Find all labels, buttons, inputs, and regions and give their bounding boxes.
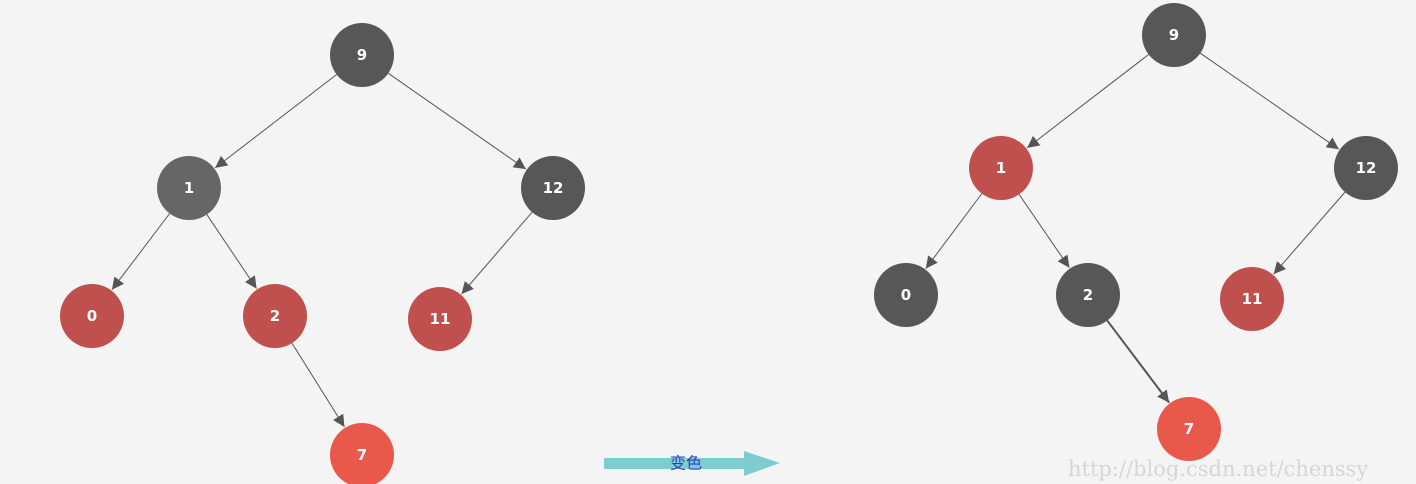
edge-before-9-to-12	[387, 72, 527, 170]
edge-before-1-to-2	[206, 214, 258, 289]
edge-before-2-to-7	[291, 342, 345, 428]
node-after-1: 1	[969, 136, 1033, 200]
node-label-before-1: 1	[184, 179, 194, 197]
node-before-2: 2	[243, 284, 307, 348]
node-circle-before-2	[243, 284, 307, 348]
edge-after-9-to-12	[1200, 52, 1340, 150]
node-circle-after-11	[1220, 267, 1284, 331]
node-circle-before-1	[157, 156, 221, 220]
node-label-after-2: 2	[1083, 286, 1093, 304]
edge-before-9-to-1	[214, 74, 337, 169]
node-circle-before-11	[408, 287, 472, 351]
node-circle-after-7	[1157, 397, 1221, 461]
node-label-before-0: 0	[87, 307, 97, 325]
node-after-0: 0	[874, 263, 938, 327]
node-label-after-11: 11	[1242, 290, 1263, 308]
edge-after-9-to-1	[1026, 54, 1149, 149]
node-circle-after-12	[1334, 136, 1398, 200]
node-label-before-9: 9	[357, 46, 367, 64]
edge-after-12-to-11	[1273, 191, 1346, 275]
tree-after: 9 1 12 0 2 11 7	[874, 3, 1398, 461]
node-label-before-11: 11	[430, 310, 451, 328]
node-after-12: 12	[1334, 136, 1398, 200]
node-circle-after-0	[874, 263, 938, 327]
node-circle-before-9	[330, 23, 394, 87]
node-circle-after-9	[1142, 3, 1206, 67]
node-before-7: 7	[330, 423, 394, 484]
transition-arrow-shaft	[604, 458, 746, 469]
transition-arrow: 变色	[604, 451, 780, 476]
edge-after-1-to-2	[1018, 194, 1070, 269]
edge-before-1-to-0	[111, 213, 171, 291]
node-circle-after-1	[969, 136, 1033, 200]
transition-label: 变色	[670, 454, 702, 473]
node-after-7: 7	[1157, 397, 1221, 461]
tree-before: 9 1 12 0 2 11 7	[60, 23, 585, 484]
node-label-after-7: 7	[1184, 420, 1194, 438]
node-label-before-2: 2	[270, 307, 280, 325]
node-before-11: 11	[408, 287, 472, 351]
node-label-before-7: 7	[357, 446, 367, 464]
transition-arrow-head	[744, 451, 780, 476]
node-label-after-0: 0	[901, 286, 911, 304]
node-before-12: 12	[521, 156, 585, 220]
watermark-text: http://blog.csdn.net/chenssy	[1068, 457, 1368, 481]
node-before-9: 9	[330, 23, 394, 87]
node-label-after-12: 12	[1356, 159, 1377, 177]
node-label-after-1: 1	[996, 159, 1006, 177]
edge-before-12-to-11	[461, 211, 533, 295]
node-before-1: 1	[157, 156, 221, 220]
node-circle-before-12	[521, 156, 585, 220]
node-after-11: 11	[1220, 267, 1284, 331]
node-circle-before-7	[330, 423, 394, 484]
node-label-before-12: 12	[543, 179, 564, 197]
node-after-9: 9	[1142, 3, 1206, 67]
edge-after-2-to-7	[1106, 319, 1170, 404]
node-circle-after-2	[1056, 263, 1120, 327]
node-before-0: 0	[60, 284, 124, 348]
node-after-2: 2	[1056, 263, 1120, 327]
node-circle-before-0	[60, 284, 124, 348]
edge-after-1-to-0	[925, 193, 983, 269]
node-label-after-9: 9	[1169, 26, 1179, 44]
